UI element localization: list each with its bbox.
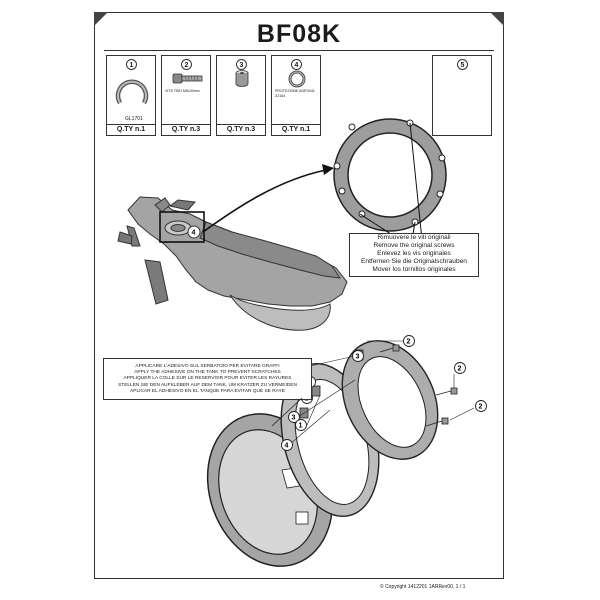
label-adhesive-on-tank: 4 bbox=[192, 230, 196, 237]
label-adhesive: 4 bbox=[285, 443, 289, 450]
title-divider bbox=[104, 50, 494, 51]
part-name-line: Z2164 bbox=[275, 93, 286, 98]
callout-line: APPLY THE ADHESIVE ON THE TANK TO PREVEN… bbox=[134, 370, 281, 376]
screw-icon bbox=[172, 73, 203, 84]
original-ring bbox=[333, 118, 447, 241]
part-qty-4: Q.TY n.1 bbox=[271, 125, 321, 136]
part-number-badge: 3 bbox=[236, 59, 247, 70]
part-qty-2: Q.TY n.3 bbox=[161, 125, 211, 136]
callout-line: APPLIQUER LA COLLE SUR LE RESERVOIR POUR… bbox=[123, 376, 292, 382]
label-screw: 2 bbox=[479, 404, 483, 411]
zoom-arrow bbox=[202, 169, 327, 233]
label-ring: 1 bbox=[299, 423, 303, 430]
callout-line: APPLICARE L'ADESIVO SUL SERBATOIO PER EV… bbox=[135, 364, 280, 369]
part-number-badge: 4 bbox=[291, 59, 302, 70]
info-box-5: 5 bbox=[432, 55, 492, 136]
callout-line: APLICAR EL ADHESIVO EN EL TANQUE PARA EV… bbox=[130, 388, 285, 394]
callout-line: Entfernen Sie die Originalschrauben bbox=[361, 258, 467, 265]
callout-line: STELLEN SIE DEN AUFKLEBER AUF DEM TANK, … bbox=[118, 382, 297, 388]
callout-remove-screws: Rimuovere le viti originali Remove the o… bbox=[349, 233, 479, 277]
part-number-badge: 1 bbox=[126, 59, 137, 70]
part-name-line: VITE TBEI M5x30mm bbox=[165, 89, 200, 93]
retaining-ring-icon bbox=[115, 79, 149, 105]
motorcycle-illustration bbox=[117, 196, 348, 331]
part-name-line: PROTEZIONE ADESIVA bbox=[275, 89, 315, 93]
part-box-1: 1 GL1701 bbox=[106, 55, 156, 125]
part-box-3: 3 bbox=[216, 55, 266, 125]
copyright-footer: © Copyright 1412201 1ARRev00, 1 / 1 bbox=[380, 584, 466, 590]
label-spacer: 3 bbox=[292, 415, 296, 422]
adhesive-ring-icon bbox=[288, 70, 306, 88]
kit-title: BF08K bbox=[256, 20, 342, 48]
label-screw: 2 bbox=[407, 339, 411, 346]
callout-line: Enlevez les vis originales bbox=[377, 250, 451, 257]
callout-line: Rimuovere le viti originali bbox=[377, 234, 451, 241]
part-box-2: 2 VITE TBEI M5x30mm bbox=[161, 55, 211, 125]
part-box-4: 4 PROTEZIONE ADESIVA Z2164 bbox=[271, 55, 321, 125]
label-spacer: 3 bbox=[356, 354, 360, 361]
info-number-badge: 5 bbox=[457, 59, 468, 70]
part-code: GL1701 bbox=[125, 116, 143, 122]
part-qty-3: Q.TY n.3 bbox=[216, 125, 266, 136]
tank-highlight-box bbox=[159, 211, 205, 243]
callout-line: Remove the original screws bbox=[373, 242, 455, 249]
spacer-icon bbox=[235, 70, 249, 87]
callout-apply-adhesive: APPLICARE L'ADESIVO SUL SERBATOIO PER EV… bbox=[103, 358, 312, 400]
part-qty-1: Q.TY n.1 bbox=[106, 125, 156, 136]
part-number-badge: 2 bbox=[181, 59, 192, 70]
callout-line: Mover los tornillos originales bbox=[372, 266, 456, 273]
label-screw: 2 bbox=[458, 366, 462, 373]
